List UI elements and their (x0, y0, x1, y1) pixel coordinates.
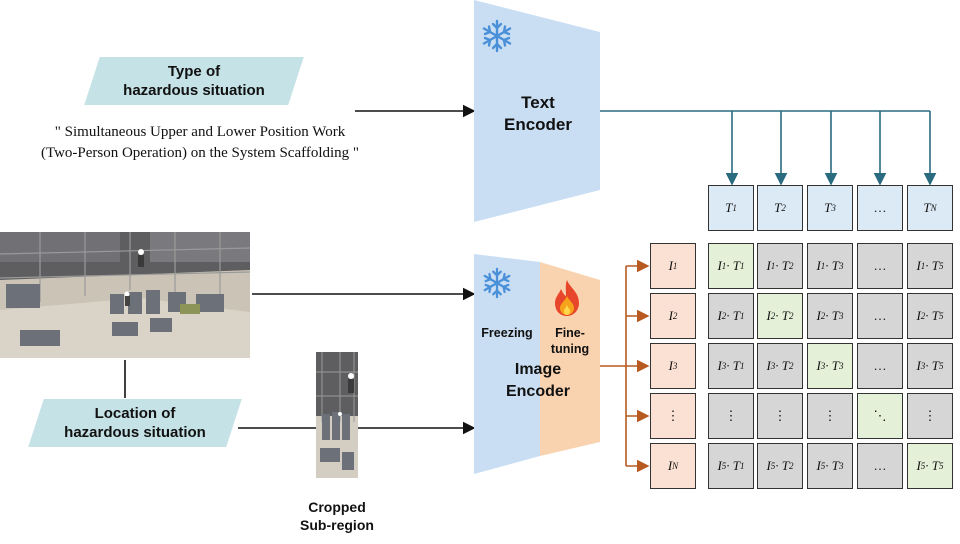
similarity-cell: ⋮ (807, 393, 853, 439)
snowflake-icon (482, 19, 512, 53)
similarity-cell: ⋮ (757, 393, 803, 439)
similarity-cell: ⋮ (907, 393, 953, 439)
image-encoder-finetune-shape (540, 262, 600, 456)
location-label-line2: hazardous situation (64, 424, 206, 441)
image-embedding-cell: ⋮ (650, 393, 696, 439)
image-encoder-label: Image Encoder (505, 361, 570, 400)
text-embedding-cell: … (857, 185, 903, 231)
type-label-line1: Type of (167, 63, 221, 80)
construction-site-photo (0, 232, 250, 358)
location-of-hazard-box: Location of hazardous situation (28, 399, 242, 447)
text-encoder-label: Text Encoder (503, 93, 573, 134)
cropped-subregion-photo (316, 352, 358, 478)
similarity-cell: ⋮ (708, 393, 754, 439)
text-encoder-shape (474, 0, 600, 222)
type-label-line2: hazardous situation (123, 82, 265, 99)
hazard-description-text: " Simultaneous Upper and Lower Position … (40, 124, 360, 161)
snowflake-icon (483, 267, 511, 299)
image-fanout (600, 259, 650, 473)
similarity-cell: … (857, 243, 903, 289)
type-of-hazard-box: Type of hazardous situation (84, 57, 304, 105)
location-label-line1: Location of (94, 405, 176, 422)
image-encoder-freeze-shape (474, 254, 540, 474)
similarity-cell: … (857, 443, 903, 489)
finetuning-label: Fine- tuning (550, 326, 590, 356)
flame-icon (555, 280, 579, 316)
similarity-cell: … (857, 293, 903, 339)
cropped-subregion-caption: Cropped Sub-region (300, 499, 374, 533)
text-fanout (600, 110, 937, 186)
similarity-cell-positive: ⋱ (857, 393, 903, 439)
similarity-cell: … (857, 343, 903, 389)
freezing-label: Freezing (481, 326, 533, 340)
